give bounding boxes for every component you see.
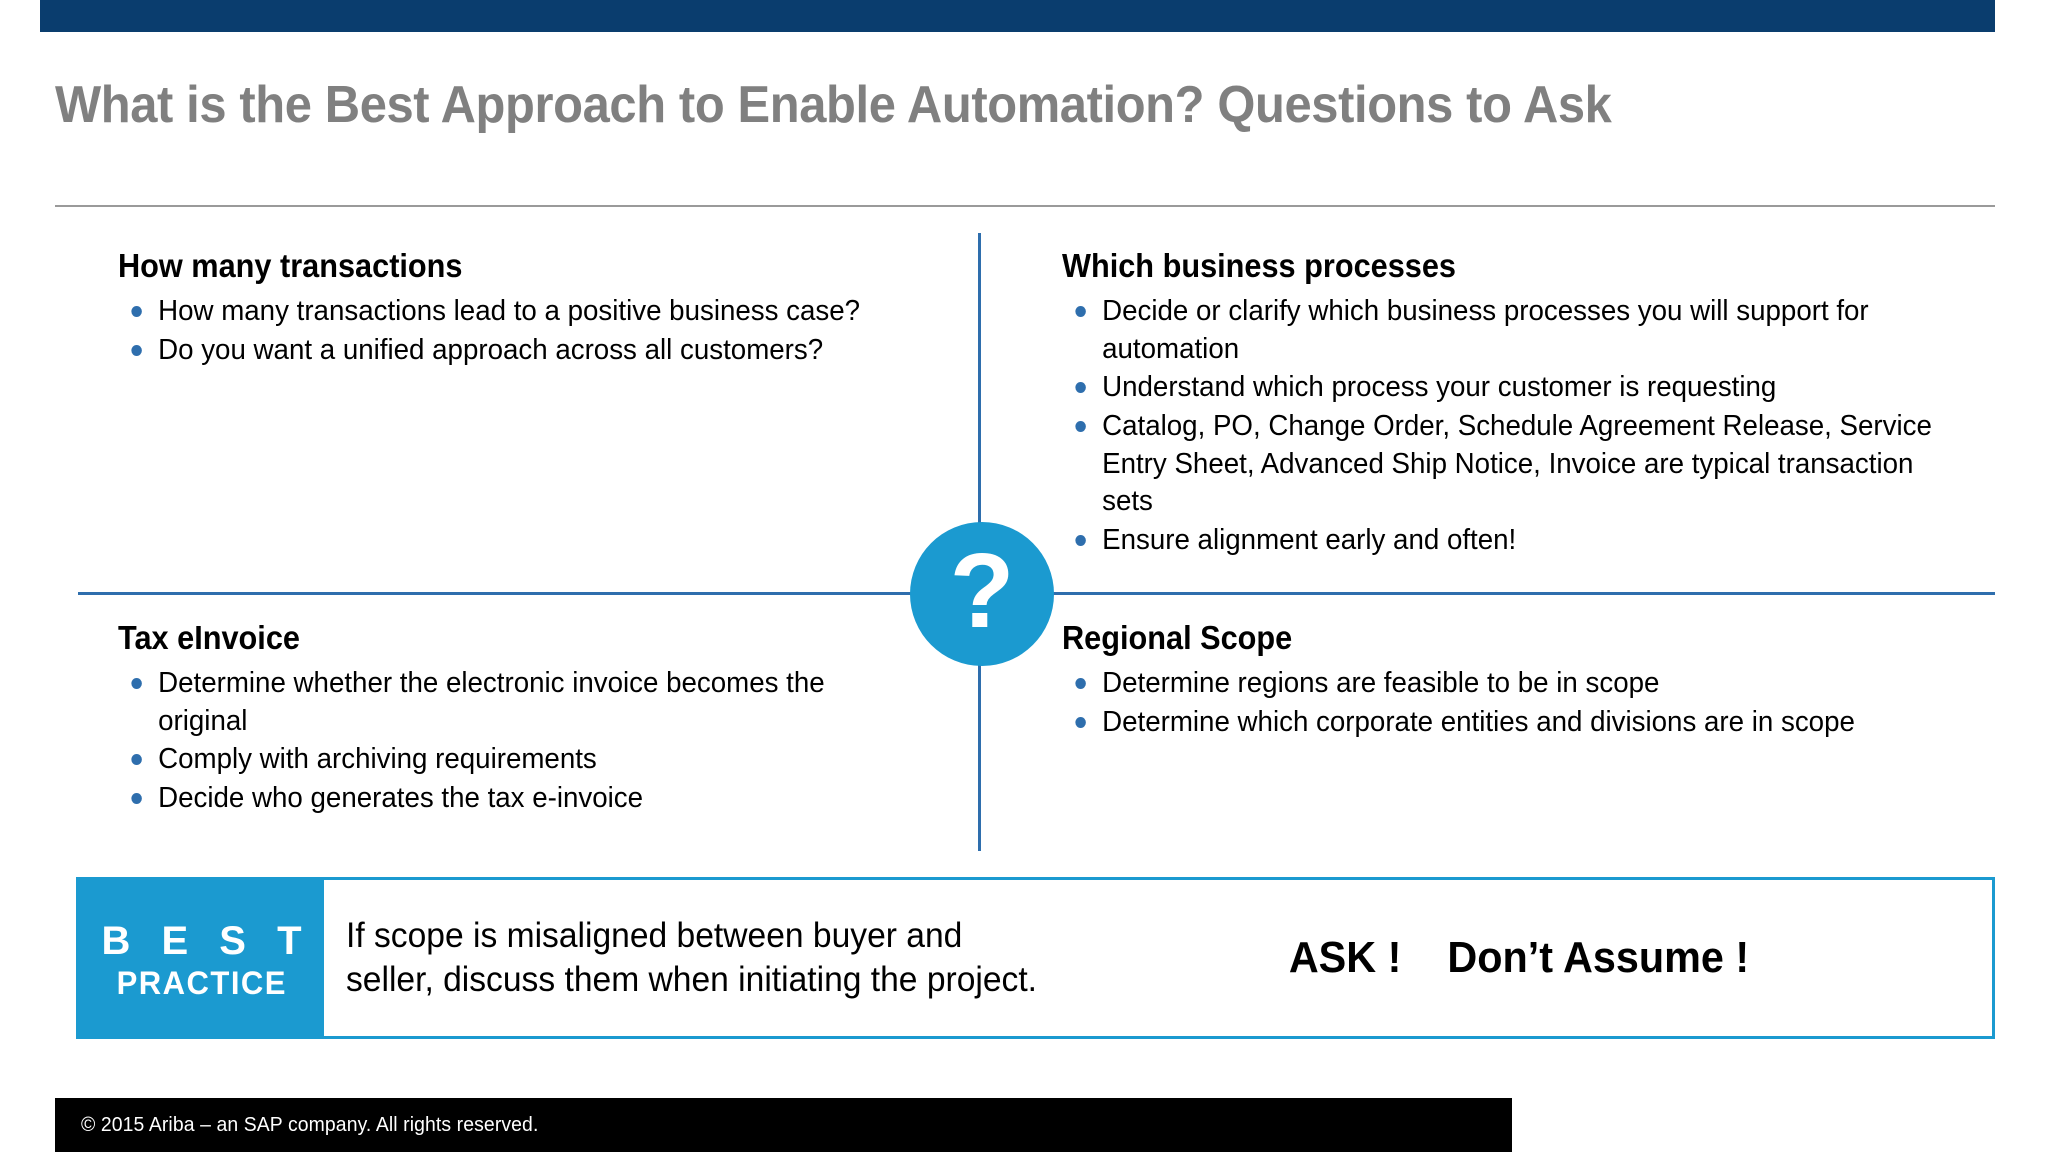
- list-item: Determine whether the electronic invoice…: [118, 665, 892, 740]
- list-item: Determine which corporate entities and d…: [1062, 704, 1922, 742]
- list-item: Understand which process your customer i…: [1062, 369, 1950, 407]
- best-practice-message: If scope is misaligned between buyer and…: [346, 915, 1038, 999]
- title-divider-rule: [55, 205, 1995, 207]
- best-practice-label-line1: B E S T: [101, 918, 312, 963]
- quadrant-which-business-processes: Which business processes Decide or clari…: [1062, 247, 1992, 561]
- quadrant-tax-einvoice: Tax eInvoice Determine whether the elect…: [118, 619, 928, 819]
- list-item: Ensure alignment early and often!: [1062, 522, 1950, 560]
- quadrant-bullet-list: Determine regions are feasible to be in …: [1062, 665, 1962, 741]
- question-mark-icon: ?: [910, 522, 1054, 666]
- list-item: Catalog, PO, Change Order, Schedule Agre…: [1062, 408, 1950, 521]
- list-item: How many transactions lead to a positive…: [118, 293, 882, 331]
- top-accent-band: [40, 0, 1995, 32]
- quadrant-heading: Regional Scope: [1062, 619, 1293, 656]
- quadrant-bullet-list: Decide or clarify which business process…: [1062, 293, 1992, 560]
- list-item: Do you want a unified approach across al…: [118, 332, 882, 370]
- list-item: Comply with archiving requirements: [118, 741, 892, 779]
- best-practice-body: If scope is misaligned between buyer and…: [324, 880, 1992, 1036]
- list-item: Determine regions are feasible to be in …: [1062, 665, 1922, 703]
- best-practice-label-block: B E S T PRACTICE: [79, 880, 324, 1036]
- quadrant-heading: How many transactions: [118, 247, 463, 284]
- copyright-text: © 2015 Ariba – an SAP company. All right…: [81, 1113, 539, 1136]
- quadrant-bullet-list: How many transactions lead to a positive…: [118, 293, 918, 369]
- quadrant-heading: Which business processes: [1062, 247, 1457, 284]
- quadrant-heading: Tax eInvoice: [118, 619, 300, 656]
- best-practice-emphasis: ASK ! Don’t Assume !: [1288, 933, 1750, 982]
- quadrant-regional-scope: Regional Scope Determine regions are fea…: [1062, 619, 1962, 742]
- question-mark-glyph: ?: [949, 532, 1015, 650]
- list-item: Decide who generates the tax e-invoice: [118, 780, 892, 818]
- quadrant-bullet-list: Determine whether the electronic invoice…: [118, 665, 928, 818]
- quadrant-how-many-transactions: How many transactions How many transacti…: [118, 247, 918, 370]
- best-practice-callout: B E S T PRACTICE If scope is misaligned …: [76, 877, 1995, 1039]
- best-practice-label-line2: PRACTICE: [116, 964, 287, 1001]
- page-title: What is the Best Approach to Enable Auto…: [55, 76, 1612, 134]
- list-item: Decide or clarify which business process…: [1062, 293, 1950, 368]
- footer-band: © 2015 Ariba – an SAP company. All right…: [55, 1098, 1512, 1152]
